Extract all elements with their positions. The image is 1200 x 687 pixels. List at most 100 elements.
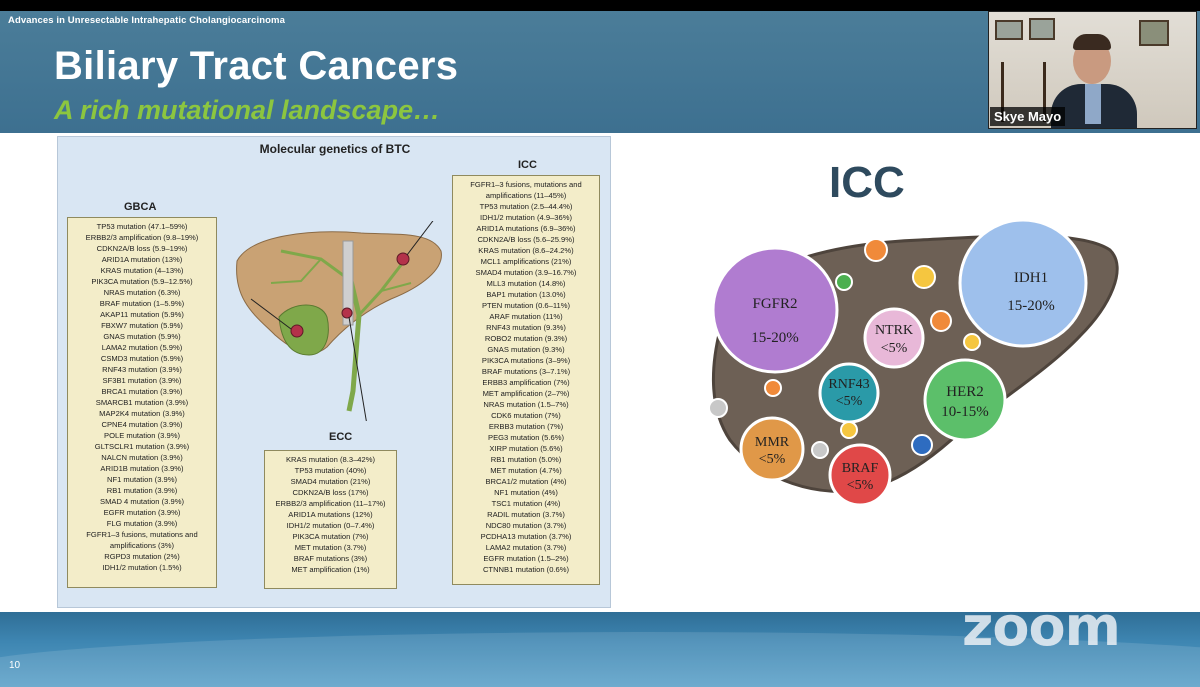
mutation-entry: SF3B1 mutation (3.9%)	[102, 376, 182, 385]
small-dot	[912, 265, 936, 289]
slide-subtitle: A rich mutational landscape…	[54, 95, 441, 125]
mutation-entry: ARID1A mutations (12%)	[288, 510, 373, 519]
figure-title: Molecular genetics of BTC	[259, 142, 411, 156]
bubble-ntrk: NTRK <5%	[863, 307, 925, 369]
mutation-entry: RADIL mutation (3.7%)	[487, 510, 565, 519]
mutation-entry: EGFR mutation (1.5–2%)	[483, 554, 569, 563]
mutation-entry: ARID1B mutation (3.9%)	[100, 464, 184, 473]
bubble-idh1: IDH1 15-20%	[958, 218, 1088, 348]
mutation-entry: CDKN2A/B loss (17%)	[292, 488, 369, 497]
mutation-entry: RB1 mutation (3.9%)	[106, 486, 178, 495]
tumor-marker	[290, 324, 304, 338]
pointer-arrow	[406, 221, 434, 256]
tumor-marker	[341, 307, 353, 319]
small-dot	[708, 398, 728, 418]
mutation-entry: NDC80 mutation (3.7%)	[485, 521, 567, 530]
mutation-entry: MLL3 mutation (14.8%)	[486, 279, 566, 288]
mutation-entry: PTEN mutation (0.6–11%)	[481, 301, 571, 310]
slide-title: Biliary Tract Cancers	[54, 44, 459, 88]
pointer-arrow	[250, 298, 292, 330]
wall-frame	[995, 20, 1023, 40]
mutation-entry: LAMA2 mutation (3.7%)	[485, 543, 567, 552]
mutation-entry: NF1 mutation (3.9%)	[106, 475, 178, 484]
mutation-entry: SMAD 4 mutation (3.9%)	[100, 497, 184, 506]
mutation-entry: PIK3CA mutation (7%)	[292, 532, 369, 541]
mutation-entry: SMARCB1 mutation (3.9%)	[95, 398, 189, 407]
braf-label: BRAF	[842, 461, 879, 476]
icc-mutation-list: FGFR1–3 fusions, mutations and amplificat…	[452, 175, 600, 585]
slide-footer	[0, 612, 1200, 687]
bubble-her2: HER2 10-15%	[923, 358, 1007, 442]
mutation-entry: MCL1 amplifications (21%)	[480, 257, 572, 266]
btc-genetics-figure: Molecular genetics of BTC GBCA TP53 muta…	[57, 136, 611, 608]
gbca-mutation-list: TP53 mutation (47.1–59%) ERBB2/3 amplific…	[67, 217, 217, 588]
mutation-entry: ERBB3 mutation (7%)	[488, 422, 564, 431]
mutation-entry: PEG3 mutation (5.6%)	[488, 433, 564, 442]
deck-title: Advances in Unresectable Intrahepatic Ch…	[8, 15, 285, 26]
her2-pct: 10-15%	[941, 404, 989, 420]
mutation-entry: RGPD3 mutation (2%)	[104, 552, 180, 561]
mutation-entry: KRAS mutation (4–13%)	[100, 266, 184, 275]
mutation-entry: GLTSCLR1 mutation (3.9%)	[94, 442, 190, 451]
wall-frame	[1139, 20, 1169, 46]
participant-video-tile[interactable]: Skye Mayo	[988, 11, 1197, 129]
bile-duct	[270, 258, 322, 284]
mutation-entry: ARID1A mutation (13%)	[101, 255, 183, 264]
bile-duct	[346, 280, 362, 412]
footer-wave	[0, 632, 1200, 687]
mutation-entry: BRAF mutations (3%)	[293, 554, 368, 563]
mutation-entry: RNF43 mutation (9.3%)	[486, 323, 566, 332]
icc-bubble-diagram: FGFR2 15-20% IDH1 15-20% NTRK <5% RNF43 …	[708, 218, 1119, 507]
bubble-braf: BRAF <5%	[828, 443, 892, 507]
mutation-entry: ERBB3 amplification (7%)	[482, 378, 570, 387]
her2-label: HER2	[946, 384, 984, 400]
mutation-entry: CTNNB1 mutation (0.6%)	[482, 565, 570, 574]
top-black-bar	[0, 0, 1200, 11]
mutation-entry: FGFR1–3 fusions, mutations and	[86, 530, 198, 539]
mutation-entry: MAP2K4 mutation (3.9%)	[99, 409, 185, 418]
small-dot	[835, 273, 853, 291]
idh1-pct: 15-20%	[1007, 298, 1055, 314]
mutation-entry: TP53 mutation (47.1–59%)	[96, 222, 188, 231]
wall-frame	[1029, 18, 1055, 40]
mutation-entry: FBXW7 mutation (5.9%)	[101, 321, 183, 330]
mutation-entry: amplifications (11–45%)	[485, 191, 567, 200]
mutation-entry: KRAS mutation (8.6–24.2%)	[478, 246, 574, 255]
mutation-entry: RNF43 mutation (3.9%)	[102, 365, 182, 374]
mutation-entry: ERBB2/3 amplification (9.8–19%)	[85, 233, 199, 242]
portal-vein	[342, 240, 354, 326]
mutation-entry: BRAF mutations (3–7.1%)	[481, 367, 571, 376]
mutation-entry: POLE mutation (3.9%)	[104, 431, 180, 440]
tumor-marker	[396, 252, 410, 266]
mutation-entry: ERBB2/3 amplification (11–17%)	[275, 499, 386, 508]
mutation-entry: ARAF mutation (11%)	[489, 312, 563, 321]
mutation-entry: NALCN mutation (3.9%)	[101, 453, 183, 462]
small-dot	[911, 434, 933, 456]
idh1-label: IDH1	[1014, 270, 1048, 286]
ecc-label: ECC	[329, 431, 353, 443]
mutation-entry: KRAS mutation (8.3–42%)	[285, 455, 376, 464]
mutation-entry: TSC1 mutation (4%)	[491, 499, 561, 508]
mutation-entry: ARID1A mutations (6.9–36%)	[476, 224, 576, 233]
fgfr2-pct: 15-20%	[751, 330, 799, 346]
person-hair	[1073, 34, 1111, 50]
mutation-entry: EGFR mutation (3.9%)	[103, 508, 181, 517]
gbca-label: GBCA	[124, 201, 157, 213]
mutation-entry: LAMA2 mutation (5.9%)	[101, 343, 183, 352]
small-dot	[811, 441, 829, 459]
mutation-entry: AKAP11 mutation (5.9%)	[100, 310, 184, 319]
small-dot	[864, 238, 888, 262]
ntrk-pct: <5%	[881, 341, 908, 356]
rnf43-label: RNF43	[828, 377, 869, 392]
mutation-entry: amplifications (3%)	[109, 541, 175, 550]
mutation-entry: MET amplification (1%)	[291, 565, 370, 574]
bubble-mmr: MMR <5%	[739, 416, 805, 482]
mutation-entry: RB1 mutation (5.0%)	[490, 455, 562, 464]
small-dot	[764, 379, 782, 397]
slide-number: 10	[9, 660, 21, 671]
mutation-entry: FGFR1–3 fusions, mutations and	[470, 180, 582, 189]
participant-name-label: Skye Mayo	[990, 107, 1066, 126]
bubble-fgfr2: FGFR2 15-20%	[711, 246, 839, 374]
rnf43-pct: <5%	[836, 394, 863, 409]
person-shirt	[1085, 84, 1101, 124]
